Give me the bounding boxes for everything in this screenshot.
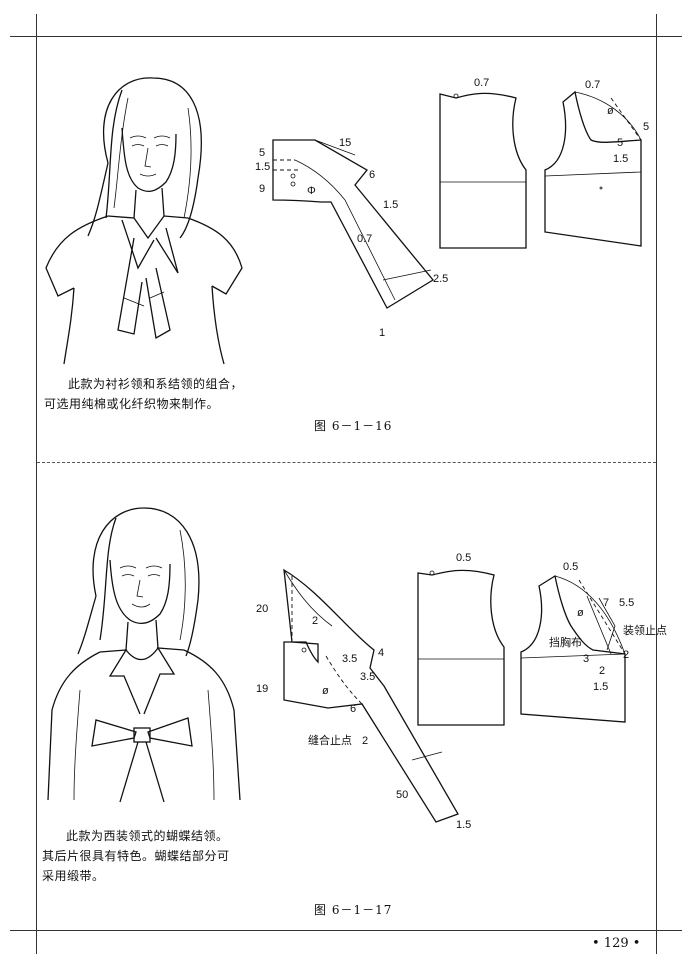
top-caption-line-1: 此款为衬衫领和系结领的组合， xyxy=(68,377,244,391)
front-label-7: 7 xyxy=(603,597,609,609)
collar-label-phi: ø xyxy=(322,685,329,697)
back-label-0-5: 0.5 xyxy=(456,552,471,564)
top-illustration-woman xyxy=(45,77,243,365)
front-label-phi: ø xyxy=(577,607,584,619)
collar-label-20: 20 xyxy=(256,603,268,615)
bottom-caption-line-1: 此款为西装领式的蝴蝶结领。 xyxy=(66,829,229,843)
top-front-bodice-pattern: 0.7 ø 5 5 1.5 xyxy=(544,79,649,247)
bottom-back-bodice-pattern: 0.5 xyxy=(417,552,505,726)
collar-label-2b: 2 xyxy=(362,735,368,747)
collar-label-50: 50 xyxy=(396,789,408,801)
front-label-3: 3 xyxy=(583,653,589,665)
top-collar-pattern: 15 5 1.5 9 6 1.5 0.7 2.5 1 Φ xyxy=(255,137,448,339)
front-label-0-5: 0.5 xyxy=(563,561,578,573)
bottom-figure-label: 图 6－1－17 xyxy=(314,903,393,917)
bottom-illustration-woman xyxy=(47,507,241,803)
collar-label-3-5b: 3.5 xyxy=(360,671,375,683)
front-label-phi: ø xyxy=(607,105,614,117)
collar-label-19: 19 xyxy=(256,683,268,695)
collar-label-1-5: 1.5 xyxy=(456,819,471,831)
front-label-5-5: 5.5 xyxy=(619,597,634,609)
collar-label-1: 1 xyxy=(379,327,385,339)
collar-label-1-5: 1.5 xyxy=(255,161,270,173)
front-label-1-5: 1.5 xyxy=(613,153,628,165)
collar-label-2: 2 xyxy=(312,615,318,627)
front-label-5b: 5 xyxy=(617,137,623,149)
collar-label-stitch-stop: 缝合止点 xyxy=(308,733,352,747)
top-figure-label: 图 6－1－16 xyxy=(314,419,393,433)
front-label-collar-stop: 装领止点 xyxy=(623,624,667,637)
back-label-0-7: 0.7 xyxy=(474,77,489,89)
bottom-caption-line-3: 采用缎带。 xyxy=(42,869,105,883)
front-label-2b: 2 xyxy=(623,649,629,661)
left-margin-rule xyxy=(36,14,37,954)
collar-label-9: 9 xyxy=(259,183,265,195)
collar-label-2-5: 2.5 xyxy=(433,273,448,285)
bottom-collar-pattern: 20 2 19 3.5 4 3.5 6 2 50 1.5 缝合止点 ø xyxy=(256,568,471,831)
collar-label-15: 15 xyxy=(339,137,351,149)
collar-label-1-5b: 1.5 xyxy=(383,199,398,211)
front-label-5a: 5 xyxy=(643,121,649,133)
collar-label-6: 6 xyxy=(350,703,356,715)
page-number: • 129 • xyxy=(592,936,641,951)
front-label-2a: 2 xyxy=(599,665,605,677)
front-label-1-5: 1.5 xyxy=(593,681,608,693)
collar-label-6: 6 xyxy=(369,169,375,181)
top-caption-line-2: 可选用纯棉或化纤织物来制作。 xyxy=(44,397,220,411)
bottom-front-bodice-pattern: 0.5 7 5.5 装领止点 挡胸布 3 2 2 1.5 ø xyxy=(520,561,667,723)
collar-label-0-7: 0.7 xyxy=(357,233,372,245)
collar-label-5: 5 xyxy=(259,147,265,159)
collar-label-3-5a: 3.5 xyxy=(342,653,357,665)
bottom-rule xyxy=(10,930,682,931)
collar-label-phi: Φ xyxy=(307,185,316,197)
right-margin-rule xyxy=(656,14,657,954)
front-label-modesty-panel: 挡胸布 xyxy=(549,635,582,649)
bottom-caption: 此款为西装领式的蝴蝶结领。 其后片很具有特色。蝴蝶结部分可 采用缎带。 xyxy=(42,826,282,886)
front-label-0-7: 0.7 xyxy=(585,79,600,91)
top-back-bodice-pattern: 0.7 xyxy=(439,77,527,249)
section-divider xyxy=(37,462,656,463)
bottom-caption-line-2: 其后片很具有特色。蝴蝶结部分可 xyxy=(42,849,230,863)
top-caption: 此款为衬衫领和系结领的组合， 可选用纯棉或化纤织物来制作。 xyxy=(44,374,274,414)
top-rule xyxy=(10,36,682,37)
collar-label-4: 4 xyxy=(378,647,384,659)
